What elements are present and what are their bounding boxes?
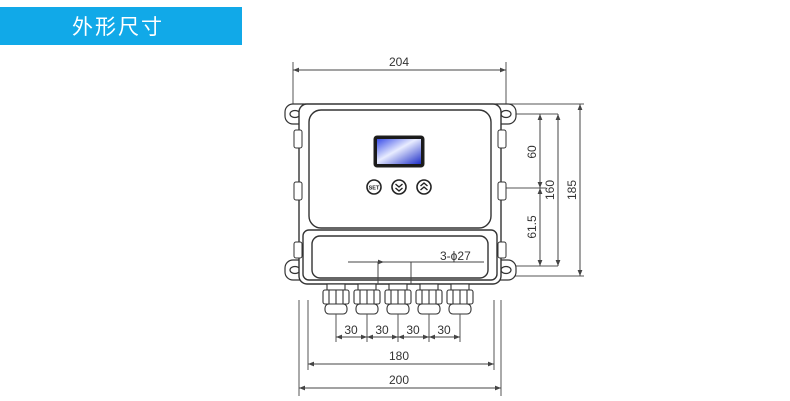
- chevron-down-icon: [395, 183, 403, 192]
- dim-right-upper: 60: [525, 145, 539, 159]
- cable-gland: [353, 283, 381, 315]
- chevron-up-icon: [420, 182, 428, 191]
- cable-gland: [384, 283, 412, 315]
- pitch-label: 30: [437, 323, 451, 337]
- dim-bottom-inner: 180: [389, 349, 409, 363]
- keypad: SET: [366, 179, 432, 195]
- dim-right-mid: 160: [543, 180, 557, 200]
- pitch-label: 30: [344, 323, 358, 337]
- cable-gland: [415, 283, 443, 315]
- set-button: [366, 179, 382, 195]
- mount-hole: [500, 109, 512, 119]
- set-button-label: SET: [369, 186, 380, 192]
- section-title: 外形尺寸: [72, 15, 164, 39]
- pitch-label: 30: [406, 323, 420, 337]
- dim-right-lower: 61.5: [525, 215, 539, 239]
- cable-gland: [322, 283, 350, 315]
- section-banner: 外形尺寸: [0, 7, 242, 45]
- mount-hole: [500, 265, 512, 275]
- upper-cover: [308, 109, 492, 229]
- pitch-label: 30: [375, 323, 389, 337]
- hole-callout: 3-ϕ27: [440, 249, 471, 263]
- dim-right-outer: 185: [565, 180, 579, 200]
- lcd-screen: [377, 139, 421, 164]
- dim-bottom-outer: 200: [389, 373, 409, 387]
- cable-gland: [446, 283, 474, 315]
- lower-cover-inner: [311, 235, 489, 279]
- cable-glands: [322, 283, 474, 315]
- dim-top-width: 204: [389, 55, 409, 69]
